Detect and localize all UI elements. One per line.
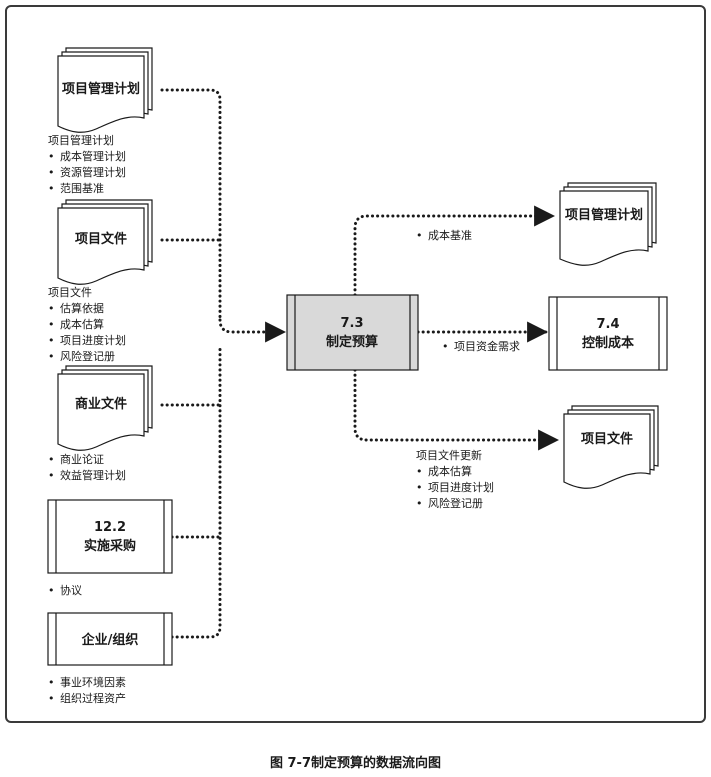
list-item: 范围基准	[48, 181, 126, 197]
output-control-costs-title: 控制成本	[582, 335, 634, 351]
list-item: 商业论证	[48, 452, 126, 468]
input-enterprise-note: 事业环境因素 组织过程资产	[48, 675, 126, 707]
list-item: 协议	[48, 583, 82, 599]
central-process-title: 制定预算	[326, 334, 378, 350]
input-procurement-number: 12.2	[94, 520, 126, 535]
connector-lines	[160, 88, 560, 639]
list-item: 效益管理计划	[48, 468, 126, 484]
list-item: 事业环境因素	[48, 675, 126, 691]
input-business-docs-title: 商业文件	[75, 396, 127, 412]
list-item: 项目资金需求	[442, 339, 520, 355]
output-project-docs-note-head: 项目文件更新	[416, 449, 482, 462]
input-project-docs-note-head: 项目文件	[48, 286, 92, 299]
flow-pm-plan-to-bus	[160, 88, 222, 322]
list-item: 成本管理计划	[48, 149, 126, 165]
output-project-docs-title: 项目文件	[581, 431, 633, 447]
list-item: 组织过程资产	[48, 691, 126, 707]
input-enterprise-title: 企业/组织	[81, 632, 139, 648]
output-pm-plan-title: 项目管理计划	[565, 207, 643, 223]
input-business-docs-document: 商业文件	[57, 365, 153, 451]
list-item: 成本估算	[48, 317, 126, 333]
flow-bus-to-process	[218, 318, 287, 343]
input-pm-plan-document: 项目管理计划	[57, 47, 153, 133]
output-control-costs-process: 7.4 控制成本	[548, 296, 668, 371]
list-item: 成本估算	[416, 464, 494, 480]
input-business-docs-note: 商业论证 效益管理计划	[48, 452, 126, 484]
central-process-box: 7.3 制定预算	[286, 294, 419, 371]
diagram-frame	[5, 5, 706, 723]
input-pm-plan-title: 项目管理计划	[62, 81, 140, 97]
input-procurement-process: 12.2 实施采购	[47, 499, 173, 574]
input-project-docs-title: 项目文件	[75, 231, 127, 247]
output-project-docs-note: 项目文件更新 成本估算 项目进度计划 风险登记册	[416, 448, 494, 512]
input-pm-plan-note-head: 项目管理计划	[48, 134, 114, 147]
output-pm-plan-document: 项目管理计划	[559, 182, 657, 266]
list-item: 项目进度计划	[416, 480, 494, 496]
input-procurement-title: 实施采购	[84, 538, 136, 554]
input-project-docs-note: 项目文件 估算依据 成本估算 项目进度计划 风险登记册	[48, 285, 126, 365]
output-control-costs-note: 项目资金需求	[442, 339, 520, 355]
list-item: 风险登记册	[416, 496, 494, 512]
output-control-costs-number: 7.4	[596, 317, 619, 332]
figure-caption: 图 7-7制定预算的数据流向图	[269, 756, 441, 771]
flow-process-to-pm-plan	[353, 205, 556, 297]
central-process-number: 7.3	[340, 316, 363, 331]
list-item: 风险登记册	[48, 349, 126, 365]
input-enterprise-box: 企业/组织	[47, 612, 173, 666]
flow-enterprise-to-bus	[170, 343, 222, 639]
list-item: 资源管理计划	[48, 165, 126, 181]
input-procurement-note: 协议	[48, 583, 82, 599]
list-item: 项目进度计划	[48, 333, 126, 349]
output-project-docs-document: 项目文件	[563, 405, 659, 489]
input-pm-plan-note: 项目管理计划 成本管理计划 资源管理计划 范围基准	[48, 133, 126, 197]
flow-process-to-project-docs	[353, 368, 560, 451]
output-pm-plan-note: 成本基准	[416, 228, 472, 244]
input-project-docs-document: 项目文件	[57, 199, 153, 285]
list-item: 成本基准	[416, 228, 472, 244]
list-item: 估算依据	[48, 301, 126, 317]
